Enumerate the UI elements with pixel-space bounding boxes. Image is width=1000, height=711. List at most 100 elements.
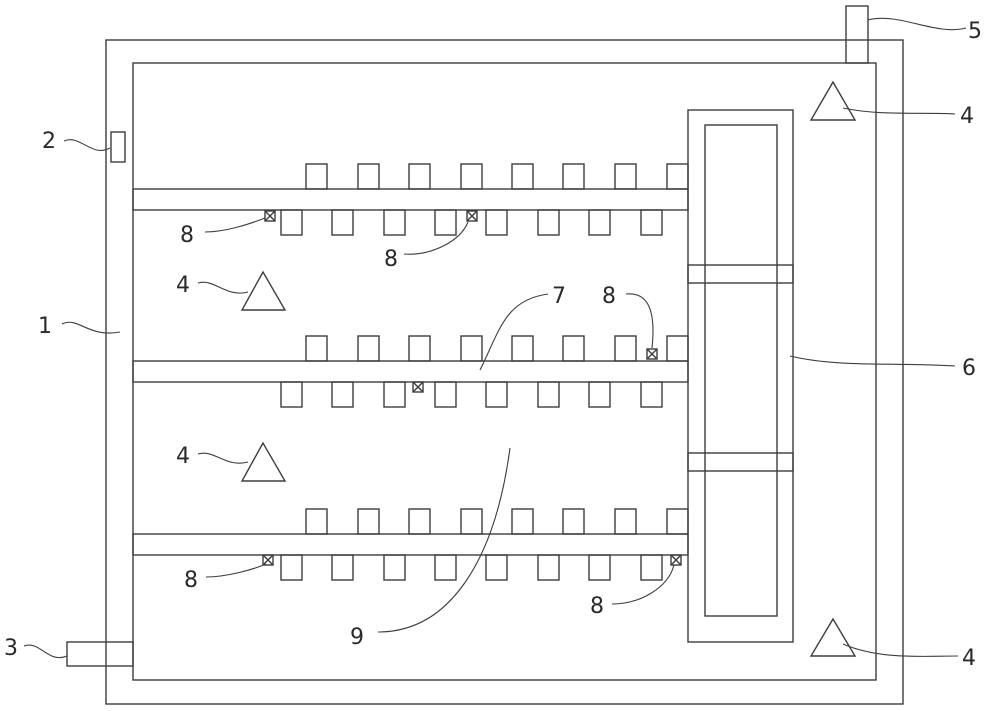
tooth [640,209,663,236]
tooth [511,163,534,190]
label-9: 9 [350,625,364,650]
crossed-box-cross [670,554,682,566]
tooth [485,554,508,581]
tooth [357,163,380,190]
tooth [434,554,457,581]
crossed-box [412,381,424,393]
label-2: 2 [42,129,56,154]
label-4: 4 [176,273,190,298]
small-box [110,131,126,163]
tooth [562,335,585,362]
tooth [640,381,663,408]
tooth [562,508,585,535]
crossed-box-frame [670,554,682,566]
vertical-assembly [687,109,794,643]
tooth [614,335,637,362]
tooth [537,209,560,236]
tooth [280,381,303,408]
tooth [280,209,303,236]
leader-4-bottom-right [842,643,959,657]
crossed-box-frame [262,554,274,566]
tooth [331,209,354,236]
leader-8-b [403,221,469,255]
triangle-marker [809,80,857,121]
leader-4-top-right [842,107,956,115]
crossed-box [646,348,658,360]
crossed-box-frame [264,210,276,222]
leader-3 [23,644,68,659]
tooth [305,163,328,190]
tooth [434,209,457,236]
tooth [485,209,508,236]
triangle-marker [240,441,287,482]
label-3: 3 [4,636,18,661]
crossed-box-frame [646,348,658,360]
crossed-box [264,210,276,222]
bar [132,188,689,211]
crossed-box-cross [646,348,658,360]
leader-8-a [204,217,266,233]
inner-chamber [132,62,877,681]
tooth [331,554,354,581]
tooth [588,381,611,408]
tooth [666,335,689,362]
crossed-box-cross [262,554,274,566]
leader-2 [63,139,111,151]
label-6: 6 [962,356,976,381]
tooth [614,163,637,190]
label-5: 5 [968,19,982,44]
bar [132,533,689,556]
leader-8-c [625,293,654,349]
tooth [562,163,585,190]
bar [132,360,689,383]
leader-4-mid-1 [197,281,249,294]
leader-9 [377,447,511,633]
crossed-box [262,554,274,566]
tooth [383,554,406,581]
tooth [305,508,328,535]
tooth [305,335,328,362]
label-1: 1 [38,314,52,339]
tooth [460,508,483,535]
tooth [434,381,457,408]
leader-5 [867,17,967,31]
leader-7 [479,293,549,371]
tooth [383,209,406,236]
outlet-pipe [66,641,134,667]
leader-4-mid-2 [197,452,249,464]
tooth [460,335,483,362]
triangle-marker [809,617,857,657]
tooth [485,381,508,408]
leader-6 [789,355,956,367]
label-4: 4 [176,444,190,469]
tooth [331,381,354,408]
crossed-boxes-group [262,210,682,566]
leader-8-d [205,563,267,578]
label-8: 8 [384,247,398,272]
crossed-box-cross [412,381,424,393]
tooth [460,163,483,190]
outer-frame [105,39,904,705]
tooth [408,508,431,535]
crossed-box [466,210,478,222]
tooth [666,163,689,190]
label-8: 8 [180,223,194,248]
label-4: 4 [960,104,974,129]
crossed-box-frame [466,210,478,222]
tooth [666,508,689,535]
tooth [357,508,380,535]
tooth [640,554,663,581]
label-7: 7 [552,284,566,309]
crossed-box-cross [466,210,478,222]
label-8: 8 [590,594,604,619]
tooth [614,508,637,535]
tooth [280,554,303,581]
tooth [383,381,406,408]
inlet-pipe [845,5,869,64]
triangle-marker [240,270,287,311]
label-8: 8 [602,284,616,309]
tooth [537,554,560,581]
tooth [511,335,534,362]
label-8: 8 [184,568,198,593]
